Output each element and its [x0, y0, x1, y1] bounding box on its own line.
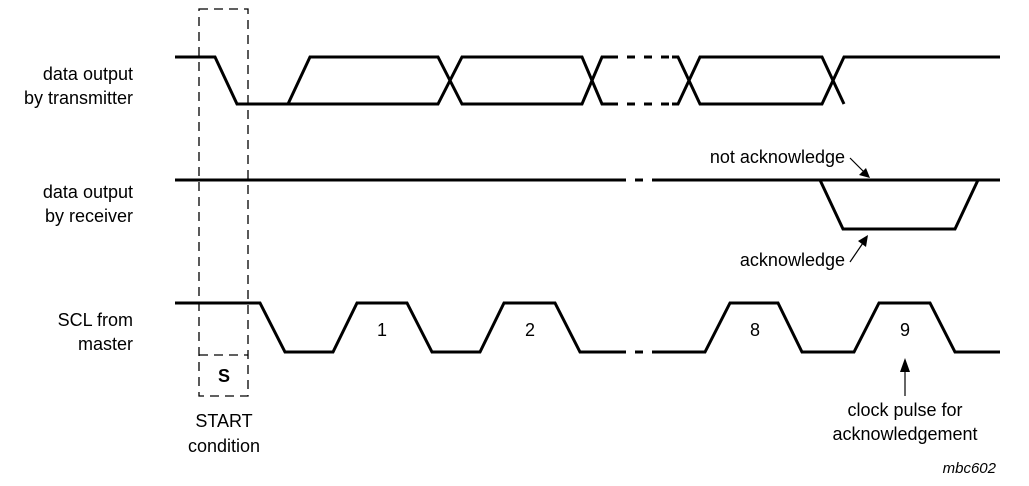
transmitter-lower-trace	[288, 55, 610, 106]
clock-pulse-1: 1	[377, 320, 387, 340]
transmitter-label-line1: data output	[43, 64, 133, 84]
scl-label-line2: master	[78, 334, 133, 354]
transmitter-waveform	[175, 55, 1000, 106]
clock-ack-arrow	[900, 358, 910, 396]
start-label-line2: condition	[188, 436, 260, 456]
scl-trace-1	[175, 301, 618, 354]
clock-pulse-8: 8	[750, 320, 760, 340]
scl-waveform	[175, 301, 1000, 354]
transmitter-lower-trace-2	[672, 55, 846, 106]
acknowledge-arrow	[849, 235, 868, 263]
clock-ack-label-line1: clock pulse for	[847, 400, 962, 420]
start-condition-outer-box	[198, 8, 249, 397]
transmitter-upper-trace-2	[672, 55, 1000, 106]
start-label-line1: START	[195, 411, 252, 431]
scl-trace-2	[660, 301, 1000, 354]
clock-pulse-9: 9	[900, 320, 910, 340]
not-acknowledge-arrow	[849, 157, 870, 178]
clock-pulse-2: 2	[525, 320, 535, 340]
receiver-label-line1: data output	[43, 182, 133, 202]
transmitter-label-line2: by transmitter	[24, 88, 133, 108]
scl-label-line1: SCL from	[58, 310, 133, 330]
transmitter-start-edge	[175, 55, 288, 106]
clock-ack-label-line2: acknowledgement	[832, 424, 977, 444]
receiver-waveform	[175, 178, 1000, 231]
figure-id: mbc602	[943, 460, 997, 477]
not-acknowledge-label: not acknowledge	[710, 147, 845, 167]
receiver-label-line2: by receiver	[45, 206, 133, 226]
receiver-ack-trace	[818, 179, 980, 231]
start-symbol: S	[218, 366, 230, 386]
transmitter-upper-trace	[286, 55, 610, 106]
acknowledge-label: acknowledge	[740, 250, 845, 270]
